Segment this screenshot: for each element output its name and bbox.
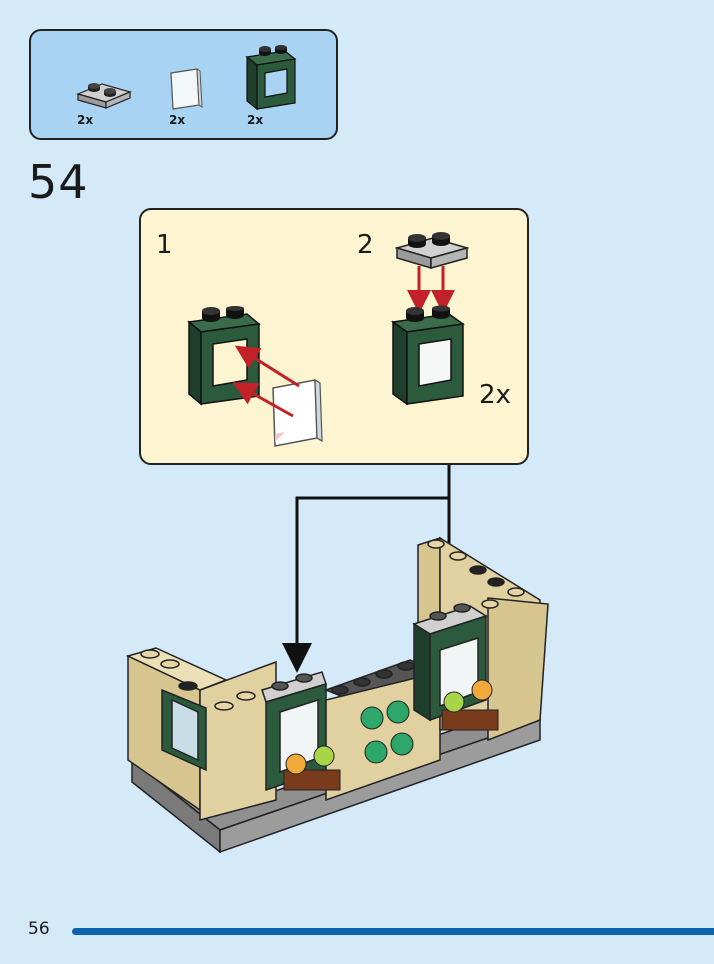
substep-number: 2 xyxy=(357,230,374,260)
window-frame-icon xyxy=(391,305,465,406)
page-bar xyxy=(72,928,714,935)
model-illustration xyxy=(125,465,549,854)
part-qty: 2x xyxy=(247,113,264,127)
gray-plate-icon xyxy=(76,83,132,109)
parts-callout: 2x 2x 2x xyxy=(29,29,338,140)
window-glass-icon xyxy=(272,378,323,447)
page-number: 56 xyxy=(28,919,50,939)
arrow-icon xyxy=(232,345,300,418)
step-number: 54 xyxy=(28,155,89,209)
substep-multiplier: 2x xyxy=(479,380,511,410)
window-frame-icon xyxy=(245,45,297,111)
subassembly-callout: 1 2 2x xyxy=(139,208,529,465)
part-qty: 2x xyxy=(169,113,186,127)
window-glass-icon xyxy=(170,68,203,110)
right-window xyxy=(412,603,488,722)
gray-plate-icon xyxy=(395,232,469,270)
plants xyxy=(283,679,499,791)
front-window xyxy=(261,671,327,792)
part-qty: 2x xyxy=(77,113,94,127)
left-wall xyxy=(125,647,277,821)
center-counter xyxy=(323,659,443,802)
arrow-icon xyxy=(407,266,455,314)
substep-number: 1 xyxy=(156,230,173,260)
